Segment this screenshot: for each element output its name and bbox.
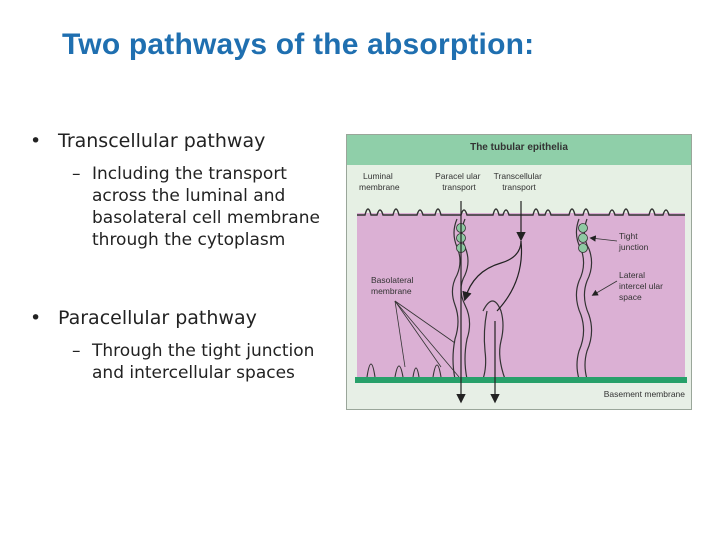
svg-text:Paracel ular transport: Paracel ular transport: [435, 171, 483, 192]
lumen-area: [347, 165, 691, 217]
tight-junction-bead: [578, 223, 588, 233]
label-lateral-space: intercel ular: [619, 281, 663, 291]
pointer-line: [589, 235, 618, 242]
tight-junction-bead: [578, 243, 588, 253]
label-lateral-space: space: [619, 292, 642, 302]
svg-text:Basolateral membrane: Basolateral membrane: [371, 275, 416, 296]
sub-line: Including the transport: [92, 164, 287, 184]
pointer-line: [394, 300, 442, 368]
pointer-line: [394, 300, 406, 368]
label-paracellular: transport: [442, 182, 476, 192]
svg-text:Luminal membrane: Luminal membrane: [359, 171, 400, 192]
label-basement-membrane: Basement membrane: [604, 389, 686, 399]
page-title: Two pathways of the absorption:: [62, 28, 535, 61]
label-basolateral: Basolateral: [371, 275, 414, 285]
svg-text:Transcellular transport: Transcellular transport: [494, 171, 545, 192]
lateral-space-right-b: [583, 218, 593, 380]
label-luminal: membrane: [359, 182, 400, 192]
svg-text:Lateral intercel ular: Lateral intercel ular space: [619, 270, 665, 302]
bullet-dot-icon: •: [30, 307, 42, 329]
sub-line: basolateral cell membrane: [92, 208, 320, 228]
paracellular-channel: [482, 300, 506, 380]
diagram-header: The tubular epithelia: [470, 142, 568, 153]
transcellular-curve: [462, 240, 522, 302]
sub-line: and intercellular spaces: [92, 363, 295, 383]
bullet-transcellular: • Transcellular pathway: [30, 130, 265, 152]
sub-line: across the luminal and: [92, 186, 286, 206]
diagram-svg: The tubular epithelia: [347, 135, 691, 404]
svg-text:Tight junction: Tight junction: [618, 231, 649, 252]
diagram-header-band: [347, 135, 691, 165]
pointer-line: [394, 300, 460, 378]
tight-junction-bead: [578, 233, 588, 243]
label-tight-junction: Tight: [619, 231, 638, 241]
tubular-epithelia-diagram: The tubular epithelia: [346, 134, 692, 410]
label-lateral-space: Lateral: [619, 270, 645, 280]
dash-icon: –: [72, 164, 81, 184]
sub-line: through the cytoplasm: [92, 230, 286, 250]
label-basolateral: membrane: [371, 286, 412, 296]
bullet-label: Transcellular pathway: [58, 130, 266, 152]
pointer-line: [591, 280, 618, 296]
transcellular-curve-2: [496, 240, 523, 312]
label-transcellular: transport: [502, 182, 536, 192]
label-tight-junction: junction: [618, 242, 649, 252]
bullet-paracellular: • Paracellular pathway: [30, 307, 257, 329]
basal-folds: [366, 363, 442, 378]
sub-line: Through the tight junction: [92, 341, 315, 361]
pointer-line: [394, 300, 456, 344]
dash-icon: –: [72, 341, 81, 361]
label-luminal: Luminal: [363, 171, 393, 181]
bullet-label: Paracellular pathway: [58, 307, 257, 329]
luminal-membrane-line: [357, 208, 685, 216]
bullet-dot-icon: •: [30, 130, 42, 152]
basement-membrane-band: [355, 377, 687, 383]
label-transcellular: Transcellular: [494, 171, 543, 181]
label-paracellular: Paracel ular: [435, 171, 481, 181]
